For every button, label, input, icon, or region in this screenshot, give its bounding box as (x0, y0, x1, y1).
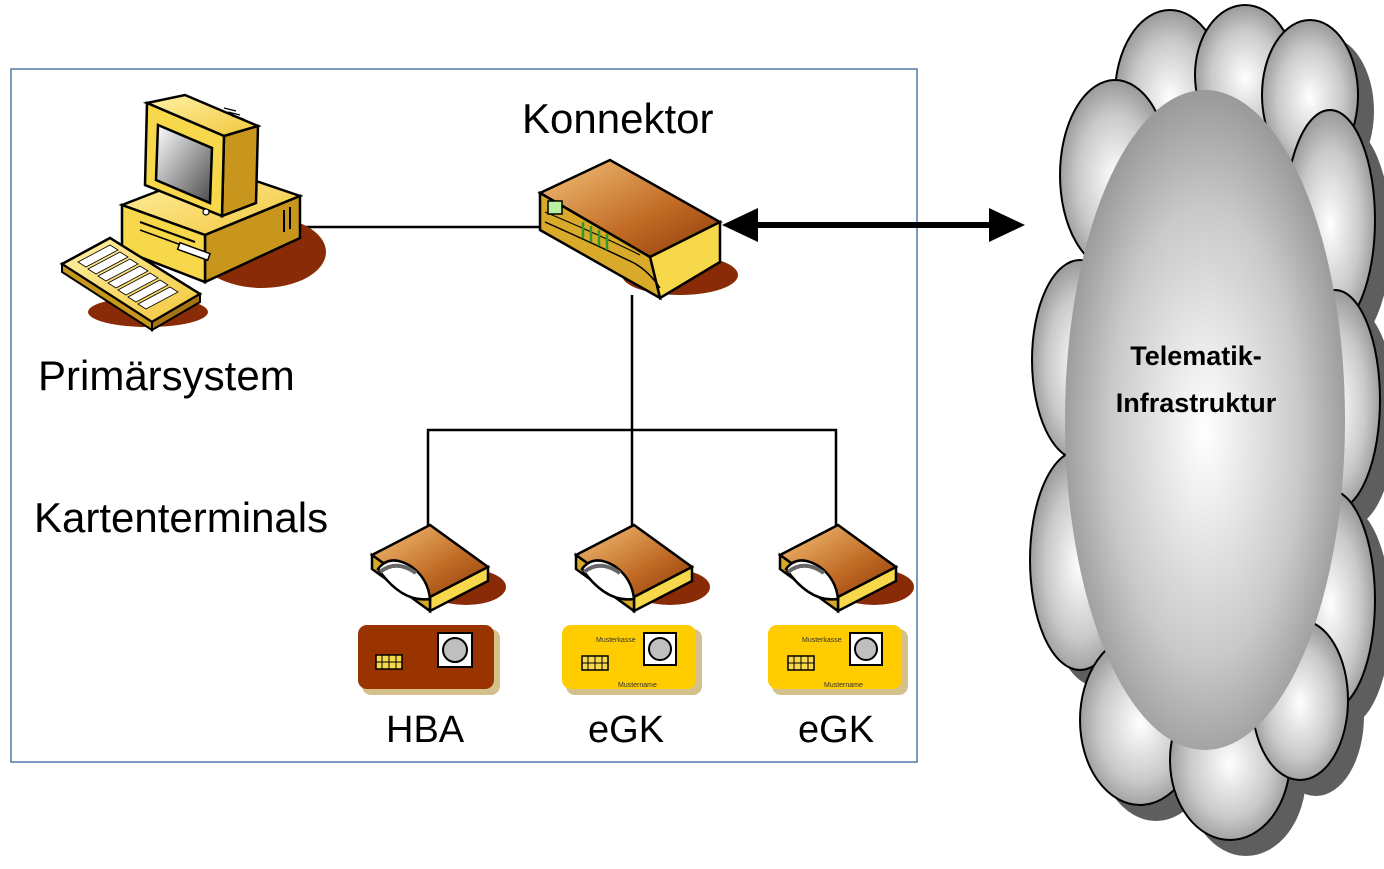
smartcard-icon-egk: Musterkasse Mustername (768, 625, 908, 695)
card-terminals-label: Kartenterminals (34, 494, 328, 541)
terminal-bus-line (426, 428, 838, 527)
cloud-icon: Telematik- Infrastruktur (1029, 4, 1384, 856)
cloud-label-line1: Telematik- (1130, 341, 1262, 371)
card-label-egk-2: eGK (798, 709, 874, 751)
card-reader-icon (777, 523, 914, 614)
card-issuer-text: Musterkasse (596, 637, 636, 644)
card-reader-icon (573, 523, 710, 614)
router-icon (537, 158, 738, 301)
primary-system-label: Primärsystem (38, 352, 295, 399)
card-holder-text: Mustername (618, 682, 657, 689)
bidirectional-arrow (722, 208, 1025, 242)
card-label-hba: HBA (386, 709, 465, 751)
smartcard-icon-hba (358, 625, 500, 695)
cloud-label-line2: Infrastruktur (1116, 388, 1277, 418)
card-label-egk-1: eGK (588, 709, 664, 751)
card-holder-text: Mustername (824, 682, 863, 689)
connection-lines (300, 225, 838, 527)
card-reader-icon (369, 523, 506, 614)
keyboard-icon (59, 236, 203, 332)
smartcard-icon-egk: Musterkasse Mustername (562, 625, 702, 695)
card-issuer-text: Musterkasse (802, 637, 842, 644)
connector-label: Konnektor (522, 95, 713, 142)
